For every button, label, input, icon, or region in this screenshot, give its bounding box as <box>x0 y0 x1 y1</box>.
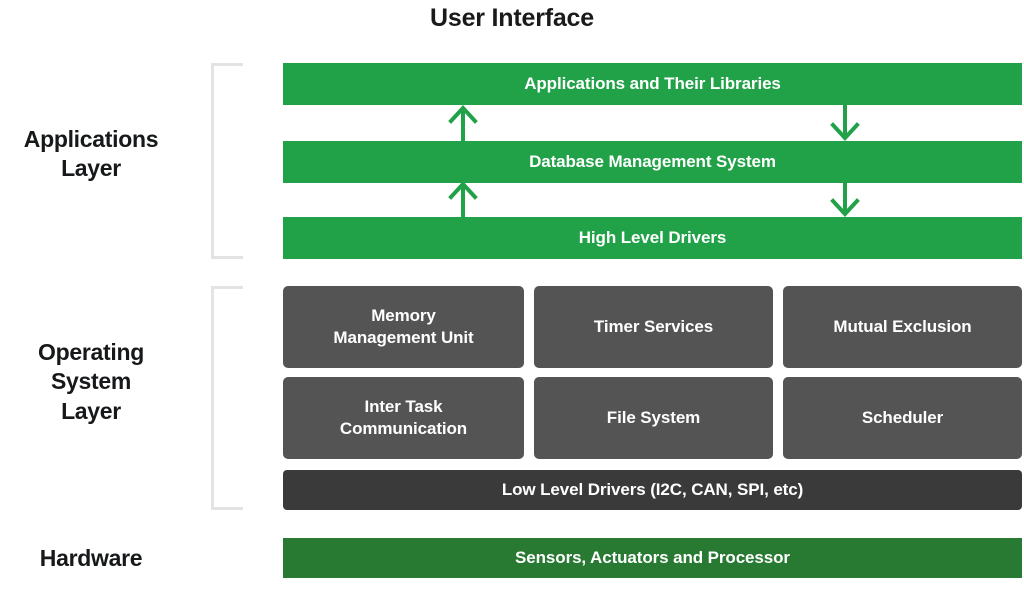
arrow-down-icon <box>825 105 865 141</box>
arrow-up-icon <box>443 181 483 217</box>
arrow-up-icon <box>443 105 483 141</box>
os-module-timer-services: Timer Services <box>534 286 773 368</box>
arrow-up-icon-svg <box>448 105 478 141</box>
layer-label-hardware: Hardware <box>39 545 143 571</box>
bar-applications-and-libraries: Applications and Their Libraries <box>283 63 1022 105</box>
bar-low-level-drivers: Low Level Drivers (I2C, CAN, SPI, etc) <box>283 470 1022 510</box>
bar-sensors-actuators-processor: Sensors, Actuators and Processor <box>283 538 1022 578</box>
bracket-operating-system-layer <box>211 286 243 510</box>
page-title: User Interface <box>430 4 594 32</box>
arrow-down-icon-svg <box>830 105 860 141</box>
arrow-down-icon <box>825 181 865 217</box>
os-module-scheduler: Scheduler <box>783 377 1022 459</box>
os-module-file-system: File System <box>534 377 773 459</box>
arrow-down-icon-svg <box>830 181 860 217</box>
os-module-mutual-exclusion: Mutual Exclusion <box>783 286 1022 368</box>
arrow-up-icon-svg <box>448 181 478 217</box>
bracket-applications-layer <box>211 63 243 259</box>
bar-database-management-system: Database Management System <box>283 141 1022 183</box>
bar-high-level-drivers: High Level Drivers <box>283 217 1022 259</box>
